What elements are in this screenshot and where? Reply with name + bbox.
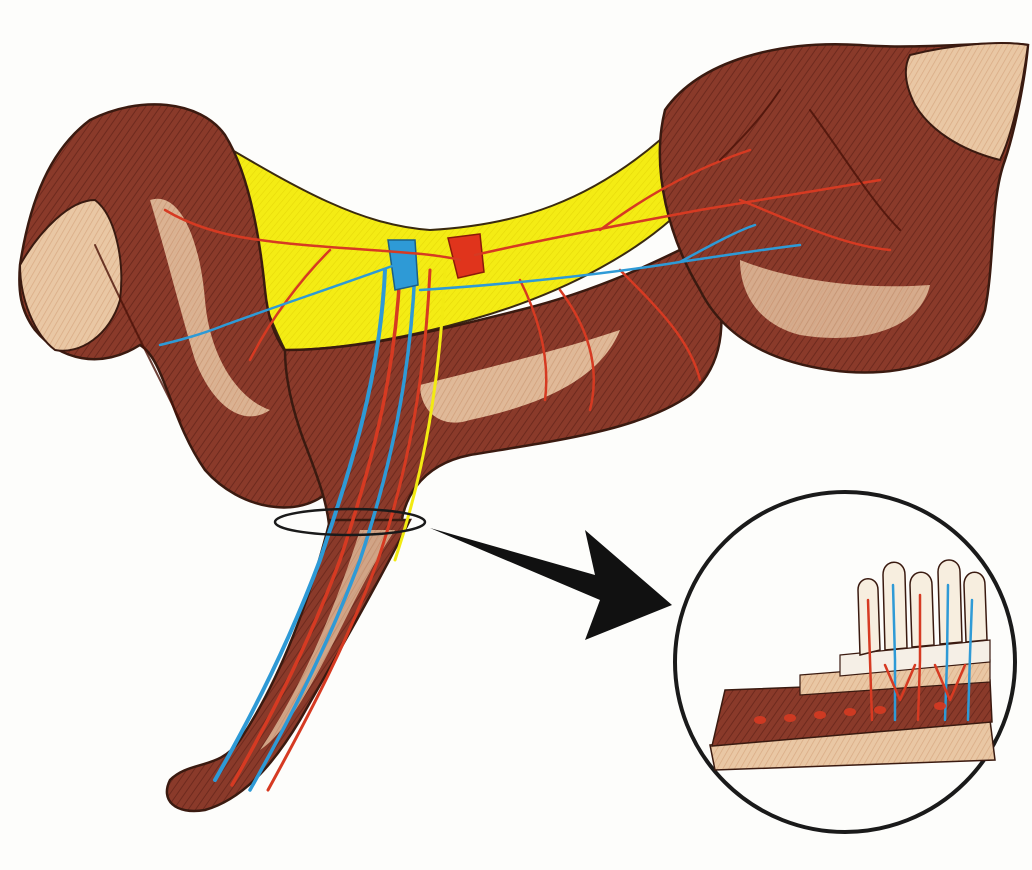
magnified-inset bbox=[673, 490, 1017, 834]
left-intestine-highlight bbox=[150, 198, 270, 417]
venous-branches bbox=[158, 223, 802, 347]
arterial-branches bbox=[163, 148, 892, 412]
intestinal-wall-vessels bbox=[94, 89, 901, 421]
right-intestine-highlight bbox=[740, 260, 930, 338]
arrow-right-icon bbox=[430, 528, 672, 640]
right-intestine-cut-end bbox=[904, 42, 1030, 162]
vessel-bundle bbox=[213, 268, 447, 792]
cross-section-marker bbox=[273, 507, 427, 537]
artery-origin bbox=[447, 233, 485, 279]
central-intestine-highlight bbox=[420, 330, 620, 423]
